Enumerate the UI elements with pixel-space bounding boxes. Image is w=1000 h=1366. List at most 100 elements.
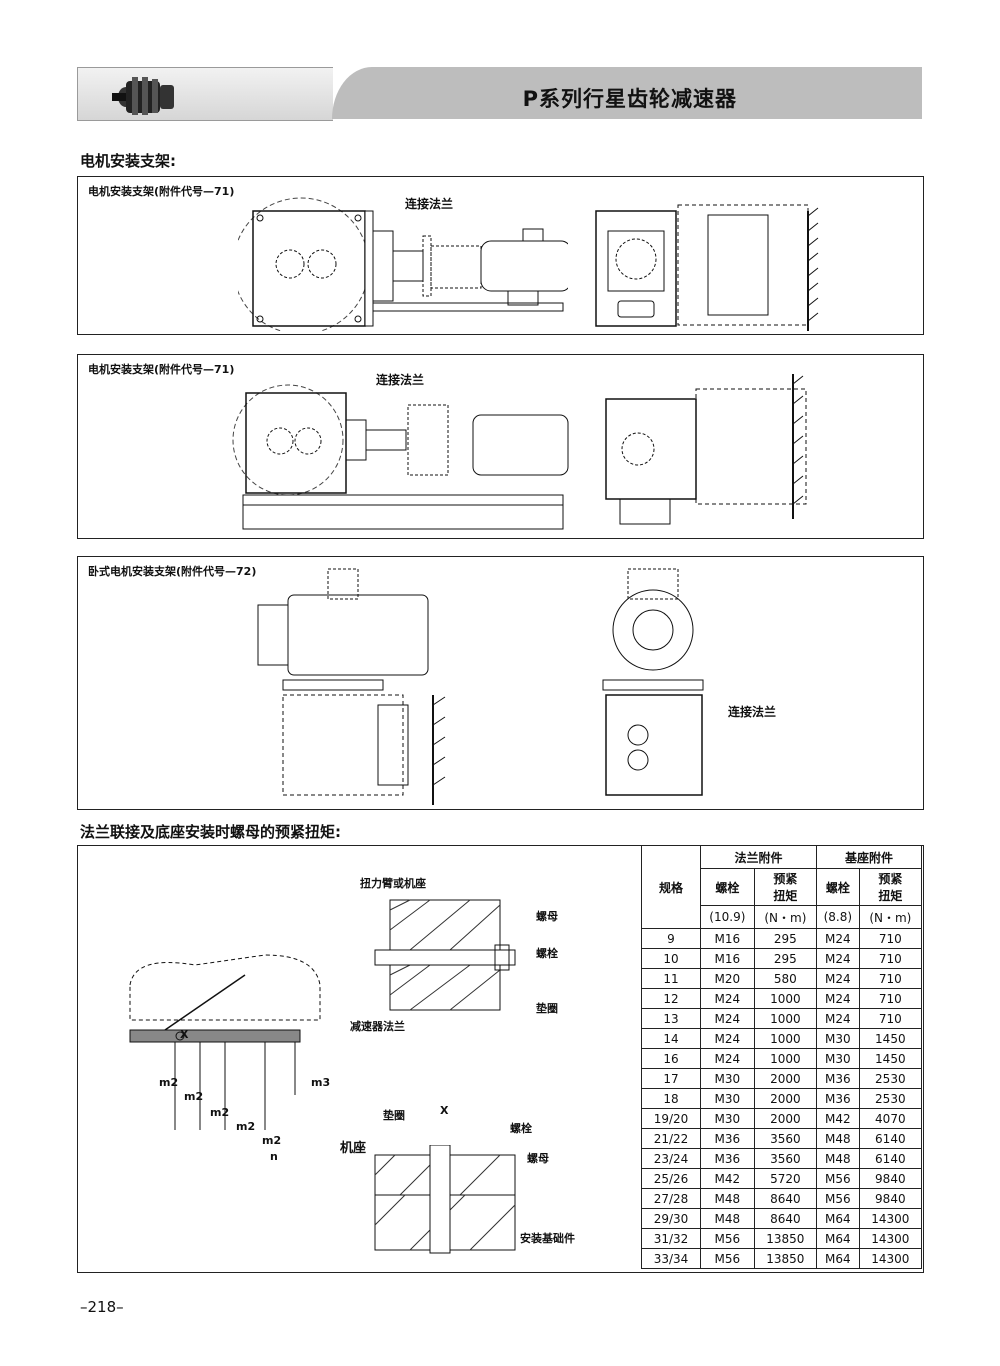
cell-flange-torque: 3560 [753,1148,818,1169]
cell-flange-bolt: M48 [700,1188,755,1209]
cell-base-bolt: M24 [816,968,860,989]
motor-bracket-drawing-front [595,204,819,331]
label-bolt: 螺栓 [510,1122,532,1135]
label-x: X [180,1028,189,1041]
cell-spec: 18 [641,1088,701,1109]
label-reducer-flange: 减速器法兰 [350,1020,405,1033]
horizontal-bracket-drawing-side [257,568,446,805]
group-header-base: 基座附件 [816,845,922,869]
cell-flange-bolt: M16 [700,928,755,949]
cell-flange-torque: 2000 [753,1088,818,1109]
label-m2: m2 [184,1090,204,1103]
grade-label: (10.9) [700,905,755,929]
label-foundation: 安装基础件 [520,1232,575,1245]
cell-flange-bolt: M56 [700,1248,755,1269]
cell-base-torque: 6140 [858,1128,923,1149]
label-m2: m2 [236,1120,256,1133]
cell-base-torque: 1450 [858,1028,923,1049]
cell-flange-torque: 295 [753,928,818,949]
cell-base-bolt: M24 [816,1008,860,1029]
section-heading-motor-bracket: 电机安装支架: [80,152,176,170]
cell-base-bolt: M36 [816,1088,860,1109]
callout-label: 连接法兰 [405,197,454,211]
cell-spec: 17 [641,1068,701,1089]
torque-panel [77,845,924,1273]
cell-base-torque: 9840 [858,1188,923,1209]
cell-spec: 33/34 [641,1248,701,1269]
col-header-torque: 预紧 扭矩 [753,868,818,906]
motor-bracket-drawing-side [238,197,568,331]
unit-label: (N・m) [753,905,818,929]
cell-flange-torque: 2000 [753,1108,818,1129]
label-m2: m2 [159,1076,179,1089]
group-header-flange: 法兰附件 [699,845,818,869]
cell-base-bolt: M56 [816,1168,860,1189]
cell-flange-bolt: M24 [700,988,755,1009]
cell-base-bolt: M48 [816,1128,860,1149]
cell-flange-bolt: M42 [700,1168,755,1189]
cell-base-torque: 1450 [858,1048,923,1069]
label-nut: 螺母 [527,1152,549,1165]
cell-flange-bolt: M30 [700,1088,755,1109]
cell-flange-torque: 3560 [753,1128,818,1149]
cell-base-bolt: M36 [816,1068,860,1089]
base-mount-diagram [129,954,321,1130]
callout-label: 连接法兰 [376,373,425,387]
header-banner-right: P系列行星齿轮减速器 [332,67,922,119]
cell-flange-torque: 2000 [753,1068,818,1089]
label-nut: 螺母 [536,910,558,923]
label-m2: m2 [262,1134,282,1147]
cell-base-torque: 4070 [858,1108,923,1129]
cell-base-torque: 9840 [858,1168,923,1189]
cell-spec: 27/28 [641,1188,701,1209]
cell-spec: 9 [641,928,701,949]
cell-flange-torque: 295 [753,948,818,969]
cell-spec: 11 [641,968,701,989]
diagram-panel-1: 电机安装支架(附件代号—71) 连接法兰 [77,176,924,335]
cell-base-torque: 2530 [858,1068,923,1089]
cell-base-torque: 14300 [858,1208,923,1229]
label-washer: 垫圈 [536,1002,558,1015]
cell-flange-torque: 1000 [753,1048,818,1069]
panel-caption: 电机安装支架(附件代号—71) [88,363,235,376]
cell-spec: 13 [641,1008,701,1029]
cell-base-bolt: M64 [816,1248,860,1269]
label-bolt: 螺栓 [536,947,558,960]
cell-flange-bolt: M16 [700,948,755,969]
cell-flange-bolt: M30 [700,1108,755,1129]
col-header-spec: 规格 [641,845,701,929]
foundation-bolt-diagram [374,1145,516,1254]
cell-flange-bolt: M24 [700,1048,755,1069]
planetary-gearbox-icon [112,77,174,115]
cell-spec: 14 [641,1028,701,1049]
flange-bolt-diagram [374,899,516,1011]
cell-base-torque: 710 [858,968,923,989]
cell-flange-torque: 13850 [753,1248,818,1269]
cell-base-torque: 710 [858,988,923,1009]
cell-base-bolt: M48 [816,1148,860,1169]
cell-flange-bolt: M20 [700,968,755,989]
cell-base-bolt: M30 [816,1028,860,1049]
grade-label: (8.8) [816,905,860,929]
cell-flange-bolt: M48 [700,1208,755,1229]
cell-flange-torque: 8640 [753,1188,818,1209]
panel-caption: 卧式电机安装支架(附件代号—72) [88,565,257,578]
cell-spec: 31/32 [641,1228,701,1249]
cell-flange-torque: 580 [753,968,818,989]
cell-flange-torque: 1000 [753,1008,818,1029]
cell-spec: 19/20 [641,1108,701,1129]
page-title: P系列行星齿轮减速器 [522,87,737,111]
cell-base-torque: 710 [858,948,923,969]
